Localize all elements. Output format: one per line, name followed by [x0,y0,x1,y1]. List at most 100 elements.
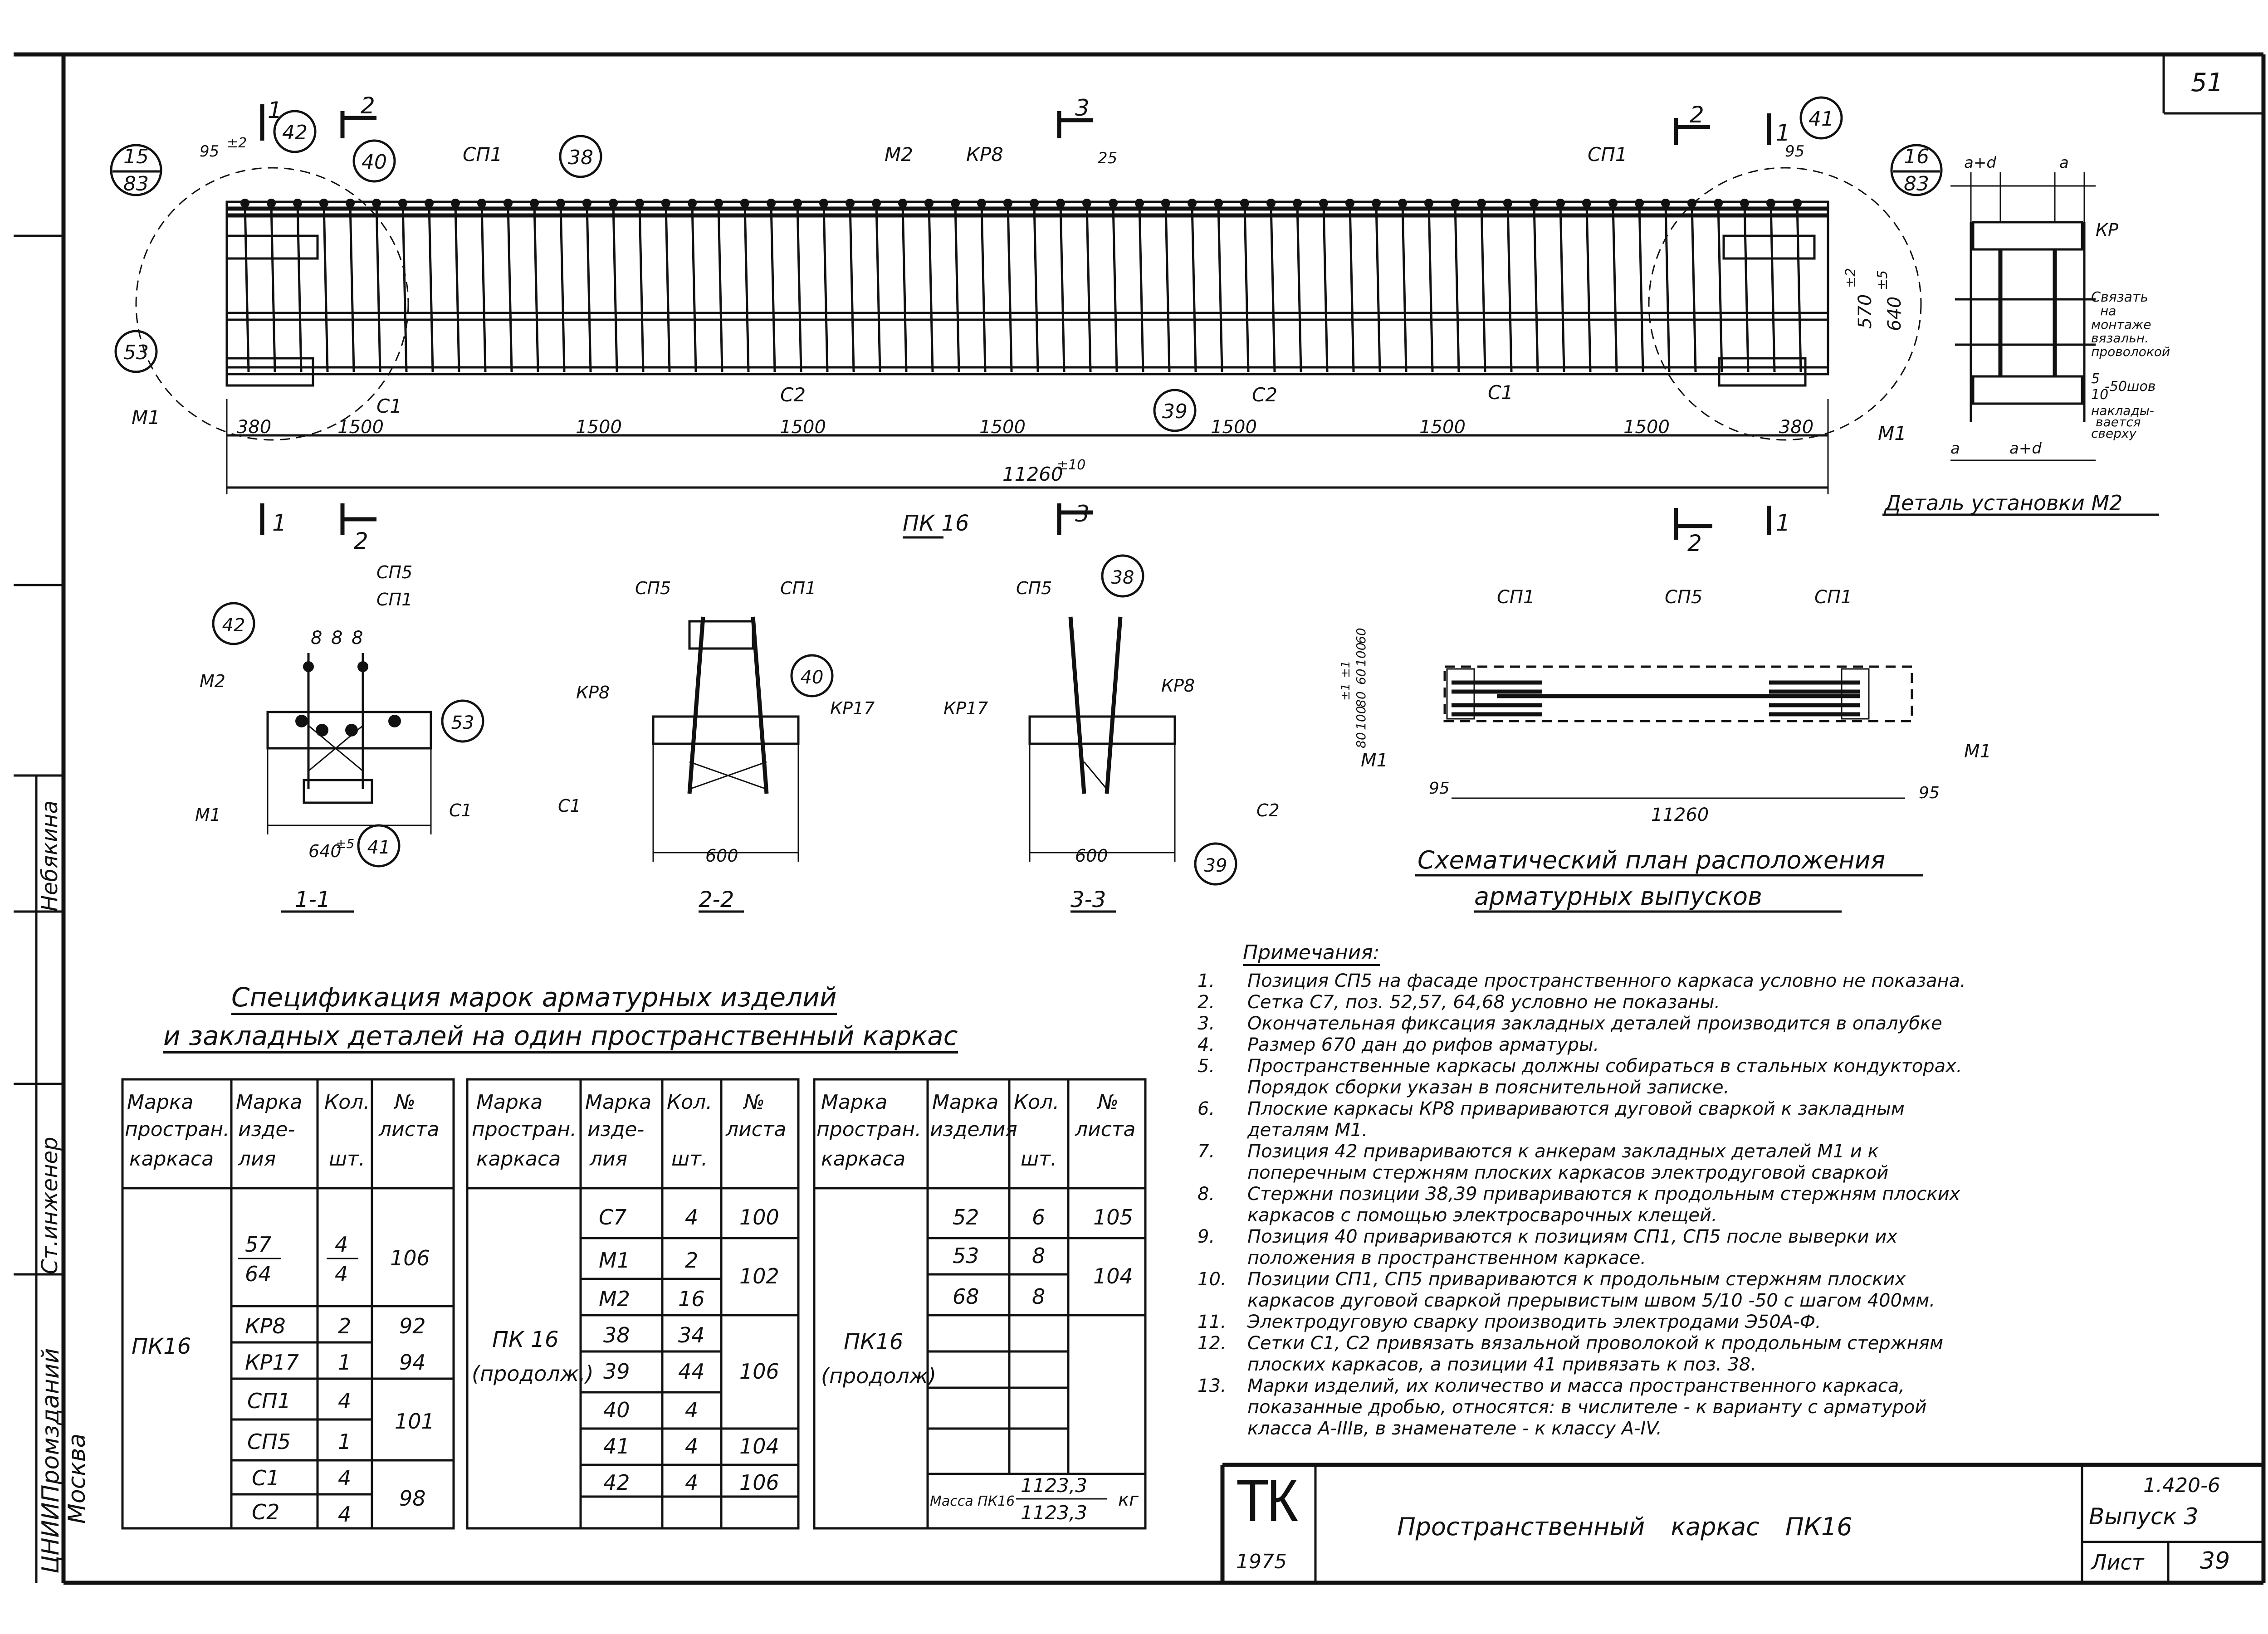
rebar-line [1585,204,1592,372]
rebar-dot [661,199,670,208]
t2-h-col3-1: Кол. [667,1091,712,1114]
t3-h-col4-1: № [1096,1091,1119,1114]
rebar-dot [1766,199,1775,208]
overall-tol: ±10 [1057,457,1085,473]
note-text: Порядок сборки указан в пояснительной за… [1247,1077,1730,1098]
rebar-line [1717,204,1723,372]
schematic-dim-v5: ±1 [1339,683,1353,701]
kr8-label: КР8 [966,143,1003,166]
rebar-dot [819,199,828,208]
note-line: 12.Сетки С1, С2 привязать вязальной пров… [1198,1333,1943,1354]
note-number: 7. [1198,1141,1215,1162]
note-number: 11. [1198,1312,1227,1332]
circle-left-bot: 83 [123,172,149,195]
note-number: 9. [1198,1226,1215,1247]
rebar-line [1454,204,1460,372]
schematic-sp5: СП5 [1665,587,1702,608]
title-block-series: 1.420-6 [2143,1474,2220,1497]
rebar-line [454,204,460,372]
dim-95-right: 95 [1785,142,1804,161]
rebar-line [691,204,697,372]
schematic-dim-95-left: 95 [1429,779,1450,798]
pos-42-label: 42 [282,121,308,144]
t2-r4-mark: 39 [603,1359,630,1384]
detail-note-5: проволокой [2091,344,2170,359]
note-line: каркасов дуговой сваркой прерывистым шво… [1198,1290,1935,1311]
rebar-dot [688,199,697,208]
m1-left-label: М1 [132,406,160,429]
rebar-line [1033,204,1039,372]
rebar-line [586,204,592,372]
c1-left-label: С1 [376,395,402,417]
rebar-line [1612,204,1618,372]
t1-h-col2-1: Марка [236,1091,302,1114]
circle-right-bot: 83 [1904,172,1929,195]
t3-mass-label: Масса ПК16 [930,1493,1015,1509]
t1-r6-qty: 4 [338,1502,351,1527]
t1-r1-mark: КР8 [245,1314,286,1338]
t3-r2-mark: 68 [953,1284,979,1309]
rebar-dot [293,199,302,208]
rebar-line [1796,204,1802,372]
title-block-sheet-label: Лист [2091,1550,2144,1575]
cut-2-bot: 2 [354,528,368,554]
sheet-number: 51 [2191,68,2224,98]
rebar-line [980,204,987,372]
t3-r1-mark: 53 [953,1244,979,1268]
title-block-year: 1975 [1236,1550,1287,1573]
rebar-dot [1398,199,1407,208]
t3-h-col3-1: Кол. [1014,1091,1059,1114]
rebar-line [1191,204,1197,372]
note-line: 4.Размер 670 дан до рифов арматуры. [1198,1034,1599,1055]
note-line: Порядок сборки указан в пояснительной за… [1198,1077,1729,1098]
t1-r3-mark: СП1 [247,1389,291,1413]
main-view-title: ПК 16 [903,511,969,536]
rebar-line [1085,204,1092,372]
t1-h-col3-1: Кол. [324,1091,370,1114]
note-text: поперечным стержням плоских каркасов эле… [1247,1162,1889,1183]
schematic-sp1-left: СП1 [1497,587,1535,608]
note-text: класса А-ІІІв, в знаменателе - к классу … [1247,1418,1662,1439]
note-number: 13. [1198,1375,1227,1396]
rebar-line [1638,204,1644,372]
rebar-dot [1530,199,1539,208]
note-line: 7.Позиция 42 привариваются к анкерам зак… [1198,1141,1879,1162]
detail-note-2: на [2100,303,2116,318]
t1-h-col4-1: № [393,1091,415,1114]
rebar-dot [1056,199,1065,208]
t3-r1-sheet: 104 [1093,1264,1133,1288]
rebar-line [559,204,566,372]
detail-note-4: вязальн. [2091,331,2149,346]
sec1-8a: 8 [311,628,322,649]
rebar-line [480,204,487,372]
detail-note-1: Связать [2091,289,2148,305]
dim-segment: 380 [237,417,271,438]
rebar-dot [635,199,644,208]
sec1-m2: М2 [200,671,225,691]
rebar-dot [1661,199,1670,208]
note-text: Сетка С7, поз. 52,57, 64,68 условно не п… [1247,992,1721,1013]
dim-segment: 1500 [979,417,1026,438]
t1-r0-sheet: 106 [390,1246,430,1270]
t1-r2-sheet: 94 [399,1350,426,1375]
sec3-pos38: 38 [1111,567,1134,588]
sec1-pos41: 41 [367,837,391,858]
note-text: каркасов дуговой сваркой прерывистым шво… [1247,1290,1936,1311]
rebar-dot [1188,199,1197,208]
note-text: Сетки С1, С2 привязать вязальной проволо… [1247,1333,1944,1354]
t1-h-col2-2: изде- [238,1118,295,1141]
dim-segment: 1500 [337,417,384,438]
rebar-dot [1345,199,1354,208]
t1-r1-qty: 2 [338,1314,351,1338]
t2-r1-mark: М1 [599,1248,630,1273]
rebar-line [1007,204,1013,372]
c1-right-label: С1 [1488,381,1513,404]
m2-label: М2 [885,143,913,166]
rebar-dot [1424,199,1433,208]
t1-r5-mark: С1 [252,1466,279,1490]
